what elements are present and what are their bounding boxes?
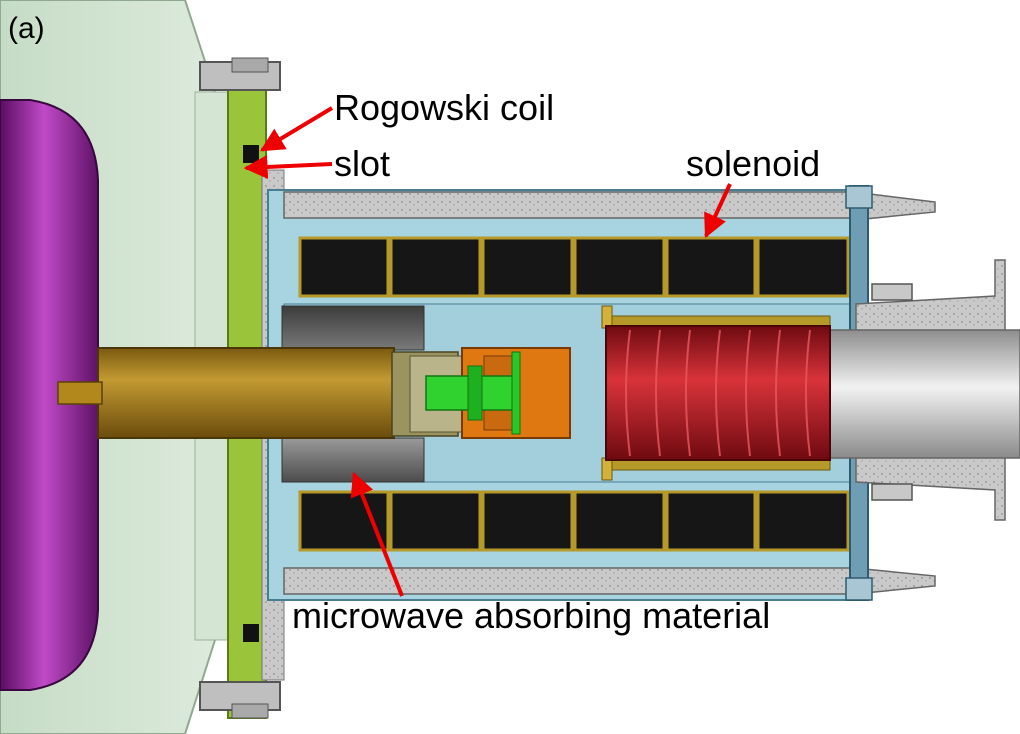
bottom-bolt-nut — [231, 703, 269, 719]
slot-label: slot — [334, 143, 391, 184]
bottom-support-bar — [283, 567, 855, 595]
panel-label: (a) — [8, 12, 45, 45]
end-flange-cap-top — [845, 185, 873, 209]
collector-cap-bottom — [601, 457, 613, 481]
output-pipe-shade — [829, 329, 1020, 459]
microwave-absorbing-material-label: microwave absorbing material — [292, 595, 771, 636]
collector-cap-top — [601, 305, 613, 329]
side-fitting-bottom — [871, 483, 913, 501]
rogowski-coil-top — [243, 145, 259, 163]
top-support-bar — [283, 191, 855, 219]
cathode-dome — [0, 99, 99, 691]
rogowski-coil-bottom — [243, 624, 259, 642]
collector-frame-top — [603, 315, 831, 327]
absorber-arrow — [350, 471, 404, 597]
rogowski-coil-arrow — [259, 106, 334, 152]
cathode-stalk — [97, 347, 395, 439]
solenoid-arrow — [704, 183, 732, 239]
top-bolt-nut — [231, 57, 269, 73]
rogowski-coil-label: Rogowski coil — [334, 87, 555, 128]
solenoid-label: solenoid — [686, 143, 821, 184]
side-fitting-top — [871, 283, 913, 301]
solenoid-coils-bottom — [298, 490, 850, 552]
collector-frame-bottom — [603, 459, 831, 471]
green-cathode-disc — [511, 351, 521, 435]
green-cathode-stem — [467, 365, 483, 421]
collector-corrugations — [625, 329, 811, 457]
slot-arrow — [243, 155, 333, 179]
stalk-tip — [57, 381, 103, 405]
absorber-top — [281, 305, 425, 351]
solenoid-coils-top — [298, 236, 850, 298]
end-flange-cap-bottom — [845, 577, 873, 601]
